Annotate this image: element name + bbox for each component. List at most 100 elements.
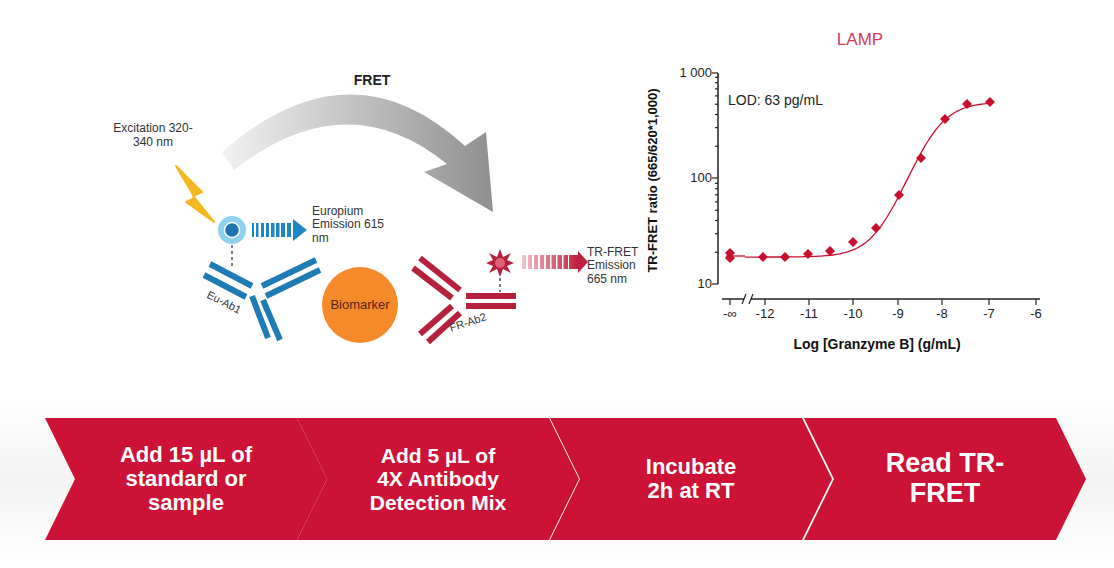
gap (556, 255, 558, 269)
x-tick-label: -9 (880, 307, 916, 322)
text-column: Incubate 2h at RT (641, 455, 741, 503)
major-tick (808, 299, 809, 305)
text-holder: Add 15 µL of standard or sample (45, 418, 327, 540)
stripe (256, 223, 259, 237)
antibody-bar (420, 306, 452, 334)
point (985, 97, 995, 107)
point (825, 246, 835, 256)
antibody-bar (466, 303, 516, 309)
acceptor-core (495, 258, 505, 268)
major-tick (897, 299, 898, 305)
x-ticks (730, 299, 1036, 305)
biomarker-circle: Biomarker (322, 267, 398, 343)
x-axis-title: Log [Granzyme B] (g/mL) (737, 336, 1017, 352)
circle-fill (322, 267, 398, 343)
text-holder: Read TR-FRET (804, 418, 1086, 540)
gap (562, 255, 564, 269)
stripe (271, 223, 275, 237)
point (916, 153, 926, 163)
antibody-label: Eu-Ab1 (199, 285, 249, 319)
stripe (281, 223, 285, 237)
point (758, 252, 768, 262)
tr-fret-emission-arrow (522, 255, 578, 269)
minor-tick (715, 210, 718, 211)
y-ticks (712, 73, 718, 284)
minor-tick (715, 220, 718, 221)
chevron-fill (45, 418, 327, 540)
arrow-head (578, 251, 588, 273)
gap (550, 255, 552, 269)
x-axis (722, 298, 744, 300)
text-holder: Biomarker (322, 267, 398, 343)
point (894, 190, 904, 200)
chevron-fill (550, 418, 832, 540)
x-axis (751, 298, 1040, 300)
point (803, 249, 813, 259)
minor-tick (715, 95, 718, 96)
step-chevron: Add 15 µL of standard or sample (45, 418, 327, 540)
antibody-bar (466, 293, 516, 299)
step-text: Add 15 µL of standard or sample (104, 443, 269, 516)
minor-tick (715, 188, 718, 189)
antibody-label: FR-Ab2 (442, 308, 493, 335)
stripe-gaps (526, 255, 569, 269)
text-column: Add 15 µL of standard or sample (104, 443, 269, 516)
antibody-bar (413, 268, 452, 298)
emission-label: Europium Emission 615 nm (312, 205, 390, 246)
y-tick-label: 1 000 (662, 66, 712, 81)
text-holder: Add 5 µL of 4X Antibody Detection Mix (297, 418, 579, 540)
point (871, 223, 881, 233)
step-text: Incubate 2h at RT (641, 455, 741, 503)
minor-tick (715, 77, 718, 78)
stripe (261, 223, 264, 237)
data-points (725, 97, 995, 263)
step-chevron: Incubate 2h at RT (550, 418, 832, 540)
step-text: Add 5 µL of 4X Antibody Detection Mix (368, 444, 508, 513)
x-tick-label: -∞ (712, 307, 748, 322)
antibody-bar (266, 270, 320, 296)
node-label: Biomarker (322, 298, 398, 312)
x-tick-label: -7 (971, 307, 1007, 322)
gap (532, 255, 534, 269)
chart-background (640, 60, 1060, 310)
band-background (0, 395, 1114, 565)
y-axis-title: TR-FRET ratio (665/620*1,000) (646, 50, 661, 310)
fit-curve (745, 103, 989, 257)
major-tick (764, 299, 765, 305)
lightning-bolt (176, 166, 214, 222)
europium-core (225, 223, 240, 238)
step-chevron: Add 5 µL of 4X Antibody Detection Mix (297, 418, 579, 540)
y-tick-label: 10 (662, 277, 712, 292)
x-tick-label: -8 (924, 307, 960, 322)
stripe (266, 223, 269, 237)
chevron-fill (297, 418, 579, 540)
point (725, 248, 735, 258)
minor-tick (715, 88, 718, 89)
major-tick (729, 299, 730, 305)
axis-break (742, 294, 746, 304)
major-tick (1035, 299, 1036, 305)
minor-tick (715, 104, 718, 105)
stripe (276, 223, 280, 237)
europium-ring (218, 216, 246, 244)
minor-tick (715, 194, 718, 195)
minor-tick (715, 127, 718, 128)
lod-note: LOD: 63 pg/mL (728, 92, 888, 108)
text-column: Read TR-FRET (870, 449, 1020, 508)
excitation-label: Excitation 320-340 nm (107, 122, 199, 150)
gap (544, 255, 546, 269)
major-tick (988, 299, 989, 305)
minor-tick (715, 183, 718, 184)
gap (538, 255, 540, 269)
point (962, 99, 972, 109)
europium-emission-arrow (252, 219, 307, 241)
fret-arrow (222, 94, 493, 212)
linker-line (231, 245, 233, 266)
step-chevron: Read TR-FRET (804, 418, 1086, 540)
minor-tick (715, 82, 718, 83)
x-tick-label: -10 (835, 307, 871, 322)
minor-tick (715, 201, 718, 202)
chevron-fill (804, 418, 1086, 540)
stripe (287, 223, 291, 237)
